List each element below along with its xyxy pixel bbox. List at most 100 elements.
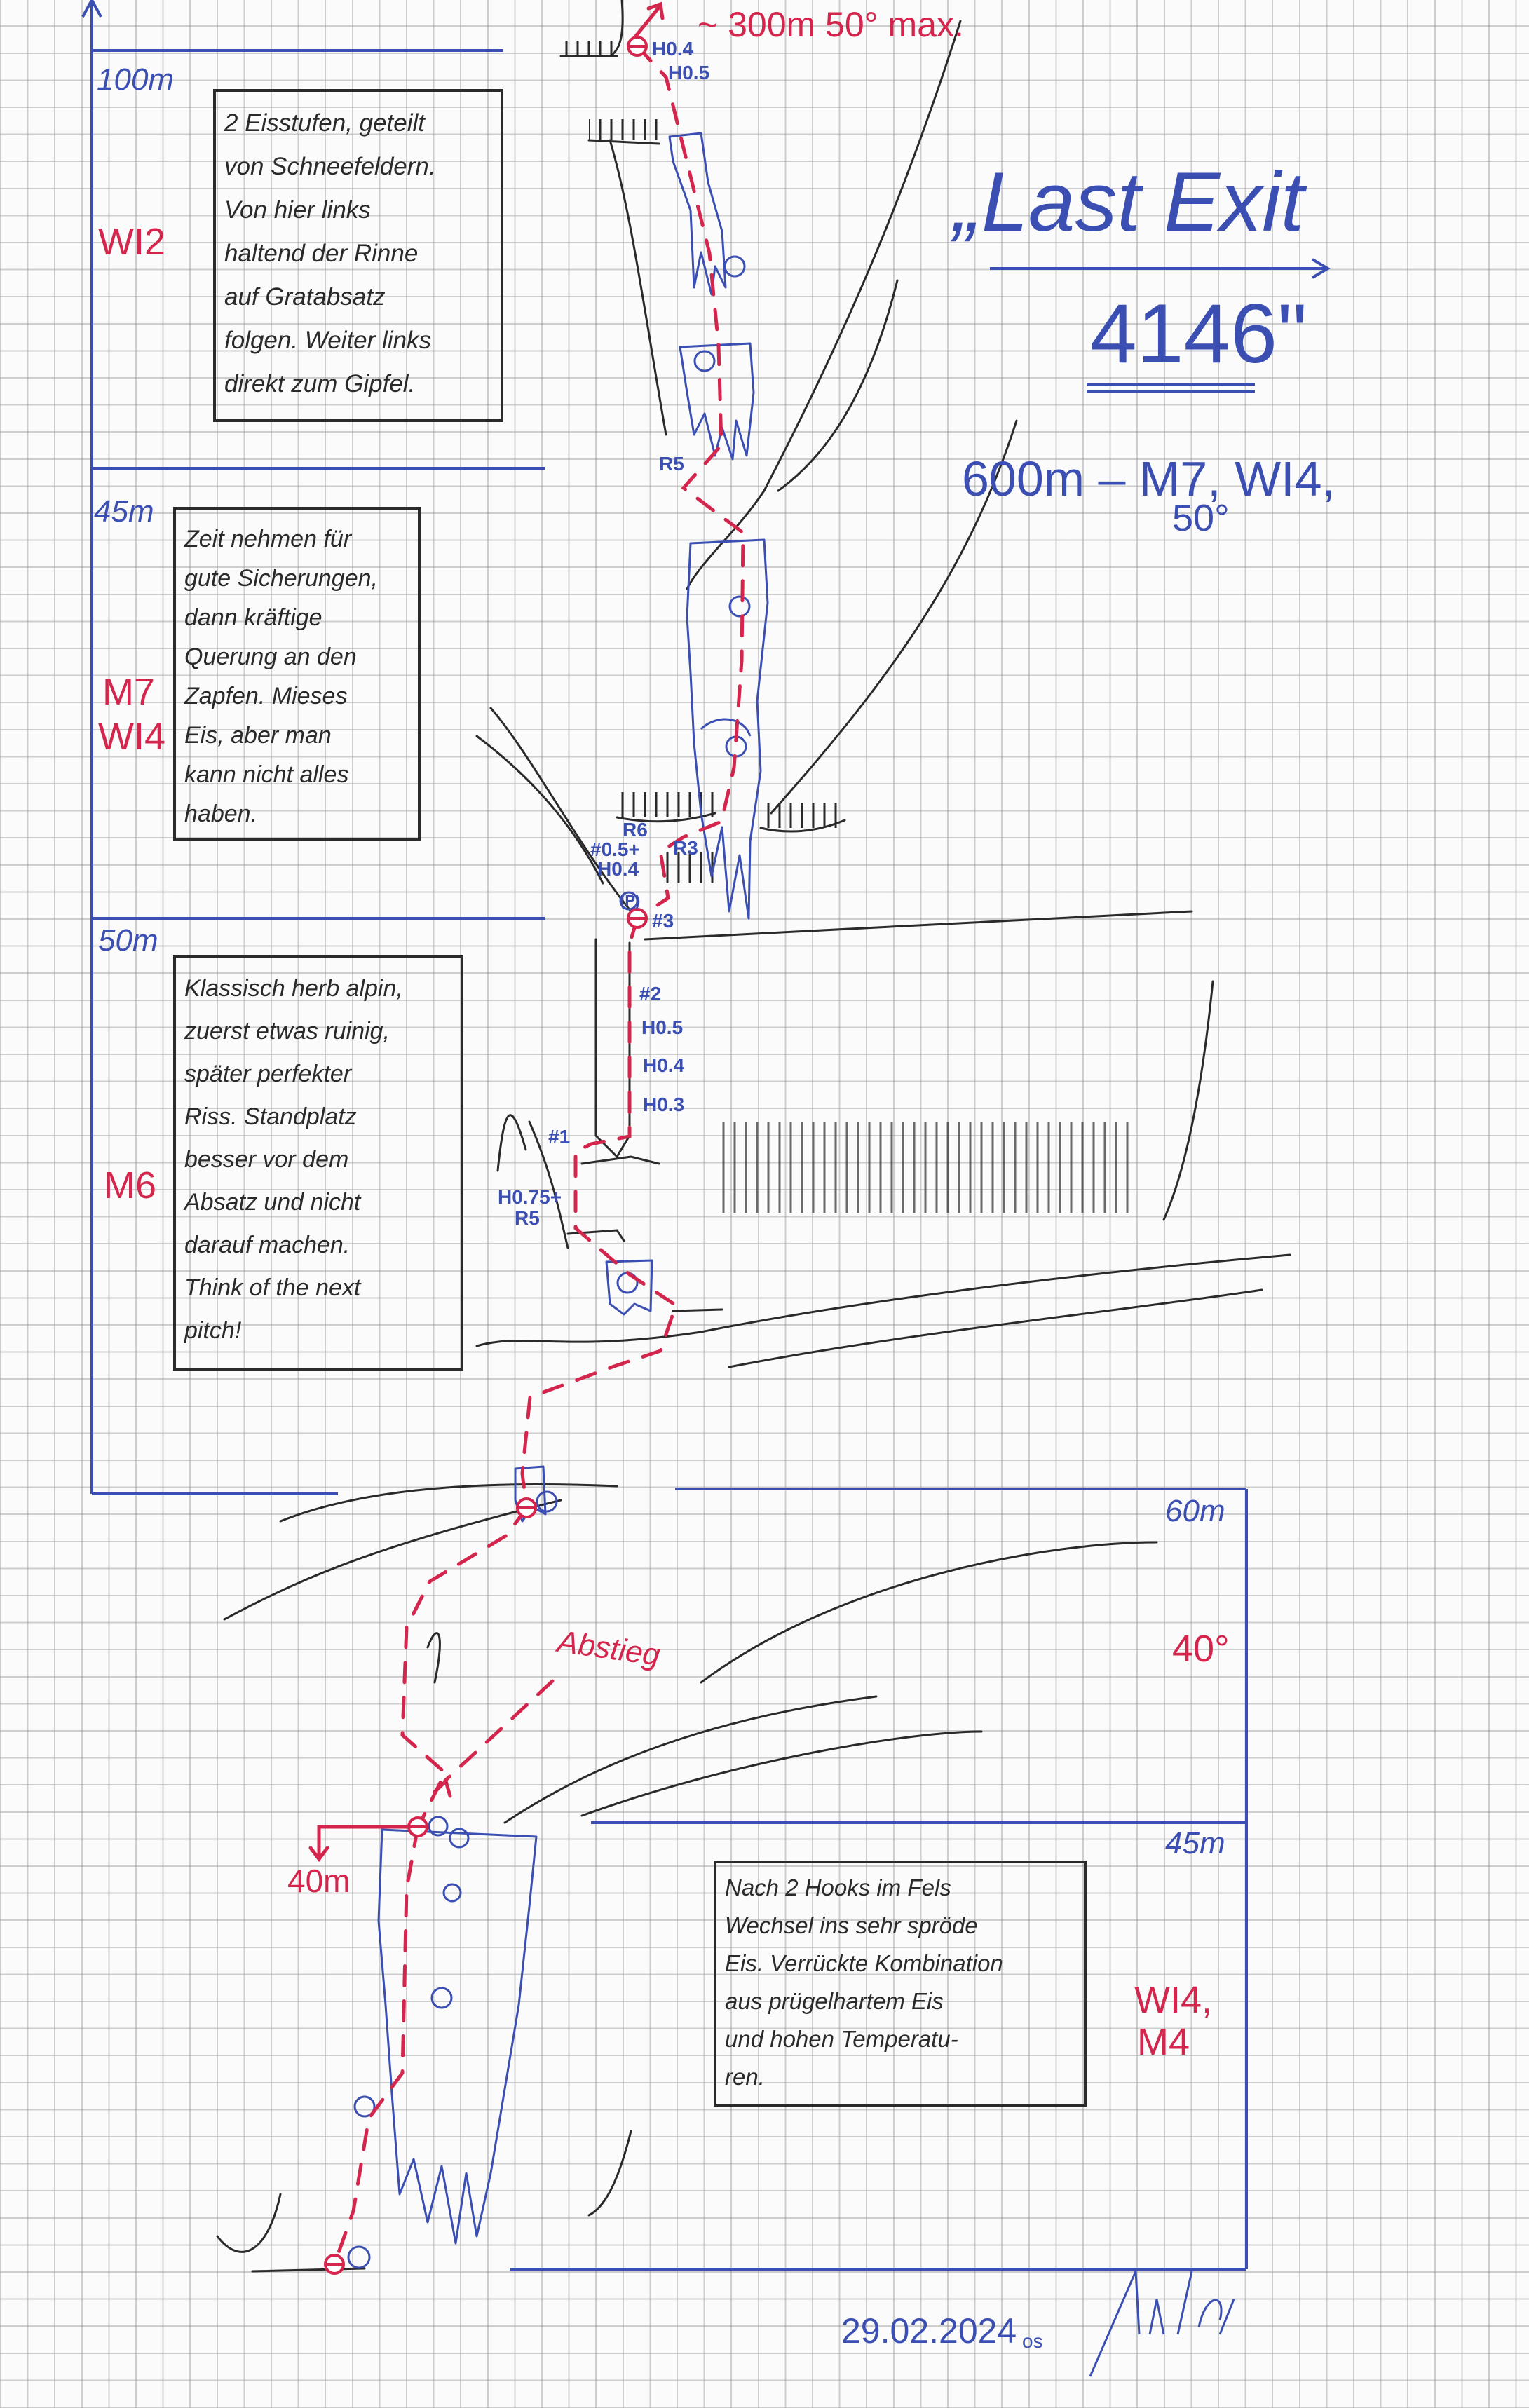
hatched-wall (715, 1122, 1129, 1213)
section-length: 100m (97, 62, 175, 97)
rock-line (759, 819, 846, 833)
piton-label: (P) (620, 892, 641, 909)
ice-bulge (700, 718, 752, 737)
rock-line (777, 279, 899, 492)
rock-line (475, 1253, 1291, 1347)
section-grade: WI2 (98, 221, 166, 263)
ice-screw-icon (723, 255, 746, 278)
section-grade: WI4 (98, 716, 166, 758)
note-line: Von hier links (224, 196, 371, 224)
ice-screw-icon (693, 350, 716, 372)
note-line: zuerst etwas ruinig, (184, 1018, 390, 1045)
note-line: folgen. Weiter links (224, 327, 432, 354)
note-line: gute Sicherungen, (184, 565, 378, 592)
signature (1089, 2271, 1235, 2377)
rock-line (770, 419, 1018, 815)
gear-label: H0.4 (652, 38, 694, 60)
ledge-line (644, 910, 1193, 941)
snow-slope (279, 1483, 618, 1523)
rappel-label: R5 (659, 453, 684, 475)
rock-line (580, 1730, 983, 1817)
rock-line (616, 812, 716, 823)
overhang-hatch (761, 803, 845, 828)
axis-arrow-icon (81, 0, 102, 18)
ice-screw-icon (442, 1883, 462, 1903)
ice-screw-icon (449, 1828, 470, 1849)
note-line: Zeit nehmen für (184, 526, 352, 552)
section-length: 60m (1165, 1494, 1225, 1528)
section-length: 50m (98, 923, 158, 958)
route-upper (635, 44, 745, 920)
note-line: darauf machen. (184, 1232, 351, 1258)
rappel-label: R5 (515, 1207, 540, 1229)
note-line: später perfekter (184, 1061, 352, 1087)
rock-line (503, 1695, 878, 1824)
ice-screw-icon (536, 1490, 558, 1513)
note-line: Klassisch herb alpin, (184, 975, 403, 1002)
note-line: dann kräftige (184, 604, 322, 631)
note-line: Zapfen. Mieses (184, 683, 348, 709)
ice-step (679, 342, 755, 461)
note-line: kann nicht alles (184, 761, 349, 788)
descent-line (443, 1679, 555, 1783)
rock-line (609, 139, 667, 436)
gear-label: #0.5+ (590, 838, 640, 860)
note-line: besser vor dem (184, 1146, 349, 1173)
rock-line (587, 2130, 632, 2217)
rock-line (566, 1229, 625, 1242)
pitch-note-box: Zeit nehmen für gute Sicherungen, dann k… (173, 507, 421, 841)
rock-line (496, 1114, 569, 1249)
section-grade: M4 (1137, 2021, 1190, 2063)
note-line: Think of the next (184, 1274, 361, 1301)
note-line: Eis, aber man (184, 722, 332, 749)
rock-line (700, 1541, 1158, 1684)
rock-line (489, 707, 632, 913)
ice-blob (605, 1259, 653, 1316)
section-grade: M7 (102, 671, 156, 713)
rock-line (426, 1632, 441, 1684)
top-exit-note: ~ 300m 50° max. (698, 5, 964, 44)
rappel-label: R6 (623, 819, 648, 841)
note-line: und hohen Temperatu- (725, 2026, 958, 2052)
section-grade: 40° (1172, 1628, 1230, 1670)
route-name: „Last Exit (953, 155, 1305, 249)
rock-line (251, 2267, 366, 2273)
rappel-length: 40m (287, 1863, 351, 1899)
piton-icon (619, 891, 639, 911)
snow-slope (223, 1499, 562, 1621)
author-initials: os (1022, 2330, 1043, 2352)
pitch-note-box: 2 Eisstufen, geteilt von Schneefeldern. … (213, 89, 503, 422)
ice-pillar-hanging (686, 538, 769, 920)
route-summary-angle: 50° (1172, 497, 1230, 539)
rock-line (1162, 980, 1214, 1221)
ice-formations (377, 132, 769, 2245)
pitch-note-box: Nach 2 Hooks im Fels Wechsel ins sehr sp… (714, 1861, 1087, 2107)
route-approach (400, 1506, 529, 1829)
rappel-label: R3 (673, 837, 698, 859)
arrows (308, 1, 665, 1863)
ice-screw-icon (430, 1987, 453, 2009)
gear-label: H0.4 (597, 858, 639, 880)
note-line: auf Gratabsatz (224, 283, 386, 311)
rock-line (672, 1308, 723, 1312)
section-grade: WI4, (1134, 1979, 1213, 2021)
rock-line (686, 20, 962, 590)
note-line: von Schneefeldern. (224, 153, 436, 180)
pitch-note-box: Klassisch herb alpin, zuerst etwas ruini… (173, 955, 463, 1371)
rock-line (475, 735, 604, 885)
descent-arrow-icon (433, 1778, 452, 1798)
gear-label: H0.75+ (498, 1186, 562, 1208)
section-length: 45m (1165, 1826, 1225, 1861)
belay-stations (324, 36, 648, 2275)
route-summary: 600m – M7, WI4, (962, 451, 1336, 506)
note-line: ren. (725, 2064, 765, 2090)
rock-line (580, 1155, 660, 1165)
gear-label: H0.5 (641, 1016, 684, 1038)
route-height: 4146" (1090, 287, 1307, 381)
note-line: haltend der Rinne (224, 240, 419, 267)
rock-line (728, 1288, 1263, 1368)
ice-pillar-lower (377, 1828, 538, 2245)
ice-screw-icon (347, 2245, 371, 2269)
gear-label: #2 (639, 983, 662, 1005)
